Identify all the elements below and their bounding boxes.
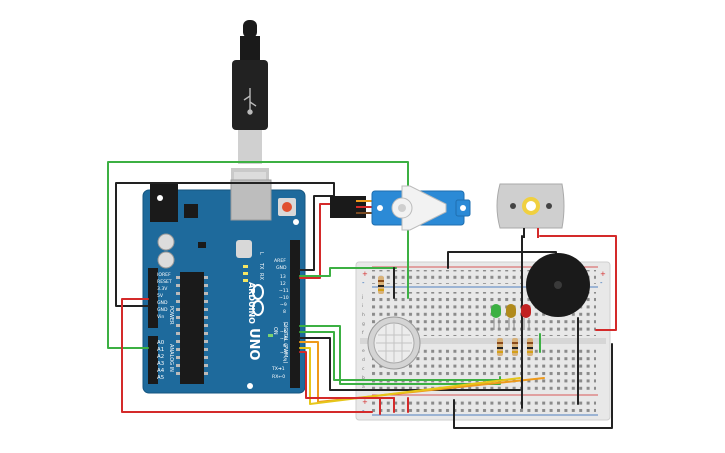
pin-label: ~10 <box>279 295 289 301</box>
row-letter: j <box>361 294 363 300</box>
rail-minus-label: - <box>362 279 365 287</box>
power-rail-bottom[interactable] <box>372 398 596 412</box>
voltage-regulator <box>184 204 198 218</box>
wire-black-bottom[interactable] <box>453 343 613 429</box>
pin-label: ~5 <box>280 336 287 342</box>
led-yellow[interactable] <box>506 304 516 330</box>
row-letter: f <box>362 330 364 336</box>
pin-label: GND <box>157 307 168 313</box>
rx-label: RX <box>258 273 264 280</box>
pin-label: RX←0 <box>272 374 285 380</box>
pin-label: 12 <box>280 281 286 287</box>
crystal <box>236 240 252 258</box>
pin-label: 4 <box>283 343 286 349</box>
piezo-buzzer[interactable] <box>526 253 590 317</box>
led-green[interactable] <box>491 304 501 330</box>
wire-red-motor[interactable] <box>539 235 617 331</box>
arduino-uno[interactable]: ARDUINO UNO TX RX L ON DIGITAL (PWM~) PO… <box>142 179 306 394</box>
wire-green-7[interactable] <box>299 325 501 385</box>
row-letter: d <box>362 357 365 363</box>
pin-label: A5 <box>157 375 164 381</box>
pin-label: RESET <box>157 279 172 285</box>
pin-label: AREF <box>274 258 286 264</box>
row-letter: c <box>362 367 365 372</box>
pin-label: ~6 <box>280 329 287 335</box>
pin-label: ~9 <box>280 302 287 308</box>
resistor <box>512 338 518 356</box>
pin-label: IOREF <box>157 272 171 278</box>
pin-label: GND <box>157 300 168 306</box>
wire-black-13[interactable] <box>299 195 335 271</box>
usb-icon <box>243 88 257 115</box>
row-letter: e <box>362 349 365 354</box>
capacitor <box>157 233 175 251</box>
wire-red-5v[interactable] <box>121 298 373 413</box>
pin-label: A2 <box>157 354 164 360</box>
digital-label: DIGITAL (PWM~) <box>282 322 288 364</box>
gas-sensor[interactable] <box>367 316 421 370</box>
row-letter: a <box>362 385 365 390</box>
capacitor <box>157 251 175 269</box>
rail-plus-label: + <box>362 270 368 278</box>
board-model: UNO <box>246 328 261 361</box>
row-letter: i <box>362 303 363 309</box>
analog-label: ANALOG IN <box>168 344 174 372</box>
atmega-chip <box>180 272 204 384</box>
servo-motor[interactable] <box>330 185 471 231</box>
resistor <box>527 338 533 356</box>
pin-label: GND <box>276 265 287 271</box>
pin-label: TX➔1 <box>271 366 285 372</box>
pin-label: A3 <box>157 361 164 367</box>
pin-label: 13 <box>280 274 286 280</box>
power-jack <box>150 182 178 222</box>
pin-label: ~3 <box>280 350 287 356</box>
tx-label: TX <box>258 262 264 270</box>
wire-red-servo[interactable] <box>299 203 335 279</box>
wire-black-gnd[interactable] <box>115 182 335 307</box>
wire-yellow-3[interactable] <box>299 347 521 405</box>
row-letter: g <box>362 322 365 327</box>
usb-port <box>230 179 272 221</box>
wire-green-12[interactable] <box>299 267 397 277</box>
servo-horn[interactable] <box>391 185 447 231</box>
board-brand: ARDUINO <box>247 282 256 324</box>
pin-label: Vin <box>157 314 164 320</box>
pin-label: 5V <box>157 293 164 299</box>
pin-label: ~11 <box>279 288 289 294</box>
pin-label: 7 <box>283 322 286 328</box>
power-label: POWER <box>168 306 174 325</box>
arduino-logo <box>252 284 264 316</box>
wire-red-2[interactable] <box>299 351 395 399</box>
pin-label: A1 <box>157 347 164 353</box>
l-label: L <box>258 252 264 255</box>
rail-plus-label: + <box>362 398 368 406</box>
rail-plus-label: + <box>600 270 606 278</box>
pin-label: A0 <box>157 340 165 346</box>
led-red[interactable] <box>521 304 531 330</box>
digital-header <box>290 240 300 388</box>
center-channel <box>360 338 606 344</box>
rail-minus-label: - <box>600 279 603 287</box>
row-letter: h <box>362 312 365 318</box>
pin-label: A4 <box>157 368 165 374</box>
resistor <box>497 338 503 356</box>
pin-label: 2 <box>283 357 286 363</box>
pin-label: 8 <box>283 309 286 315</box>
power-header <box>148 268 158 328</box>
dc-motor[interactable] <box>496 183 565 238</box>
motor-shaft-icon <box>522 197 540 215</box>
row-letter: b <box>362 375 365 381</box>
resistor <box>378 276 384 294</box>
pin-label: 3.3V <box>157 286 168 292</box>
analog-header <box>148 336 158 384</box>
wire-green-6[interactable] <box>299 331 505 381</box>
on-label: ON <box>272 327 278 335</box>
